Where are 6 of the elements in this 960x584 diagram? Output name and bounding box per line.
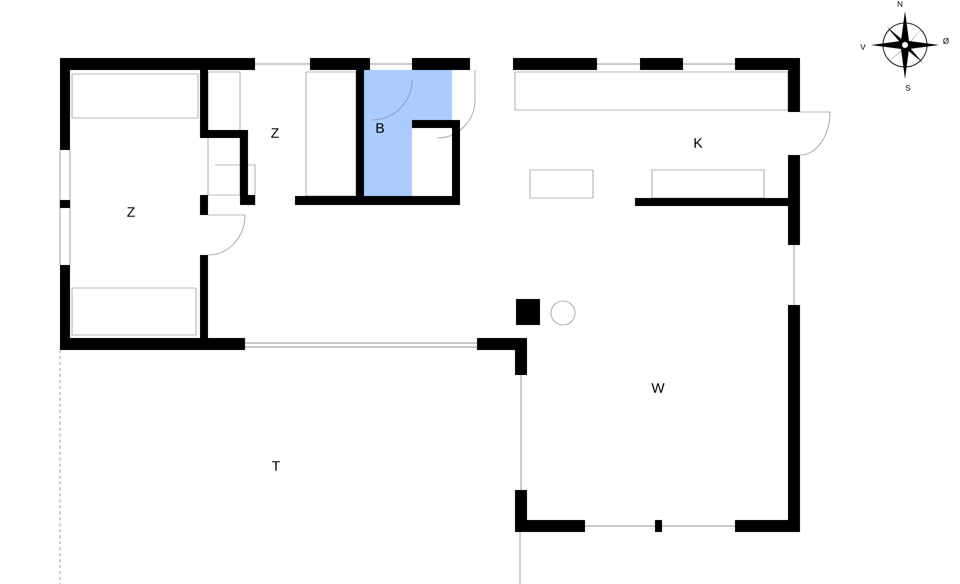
room-label: B (376, 123, 384, 133)
room-label: T (272, 461, 280, 471)
room-label: W (651, 383, 665, 393)
room-label: Z (271, 128, 279, 138)
room-label: Z (127, 207, 135, 217)
room-label: K (694, 138, 702, 148)
